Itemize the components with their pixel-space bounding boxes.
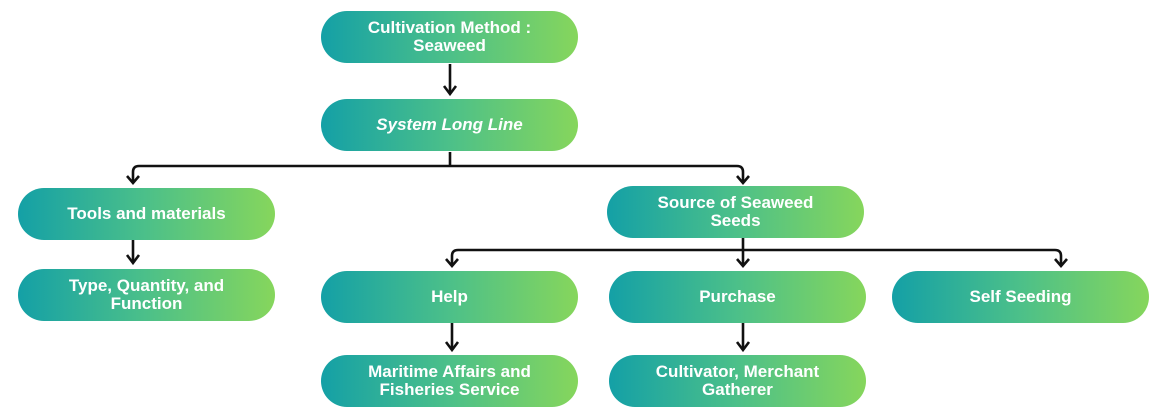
arrowhead-root-system <box>442 85 458 97</box>
arrowhead-system-tools <box>126 175 140 185</box>
node-help: Help <box>321 271 578 323</box>
node-cultivator: Cultivator, Merchant Gatherer <box>609 355 866 407</box>
arrowhead-source-self <box>1054 258 1068 268</box>
node-root: Cultivation Method : Seaweed <box>321 11 578 63</box>
node-maritime-label: Maritime Affairs and Fisheries Service <box>368 362 531 399</box>
arrowhead-system-source <box>736 175 750 185</box>
arrowhead-tools-type <box>125 254 141 266</box>
node-cultivator-label: Cultivator, Merchant Gatherer <box>655 362 820 399</box>
connector-system-branch <box>131 164 745 183</box>
connector-source-branch <box>450 248 1063 266</box>
node-root-label: Cultivation Method : Seaweed <box>367 18 532 55</box>
node-purchase: Purchase <box>609 271 866 323</box>
node-type-quantity-label: Type, Quantity, and Function <box>68 276 225 313</box>
node-type-quantity: Type, Quantity, and Function <box>18 269 275 321</box>
node-tools-label: Tools and materials <box>67 204 226 223</box>
node-system-label: System Long Line <box>376 115 523 134</box>
node-source: Source of Seaweed Seeds <box>607 186 864 238</box>
node-system: System Long Line <box>321 99 578 151</box>
arrowhead-help-maritime <box>444 341 460 353</box>
arrowhead-source-purchase <box>736 258 750 268</box>
node-self-seeding-label: Self Seeding <box>969 287 1072 306</box>
node-source-label: Source of Seaweed Seeds <box>657 193 814 230</box>
node-maritime: Maritime Affairs and Fisheries Service <box>321 355 578 407</box>
node-help-label: Help <box>431 287 468 306</box>
arrowhead-source-help <box>445 258 459 268</box>
node-tools: Tools and materials <box>18 188 275 240</box>
node-purchase-label: Purchase <box>699 287 776 306</box>
arrowhead-purchase-cultivator <box>735 341 751 353</box>
node-self-seeding: Self Seeding <box>892 271 1149 323</box>
